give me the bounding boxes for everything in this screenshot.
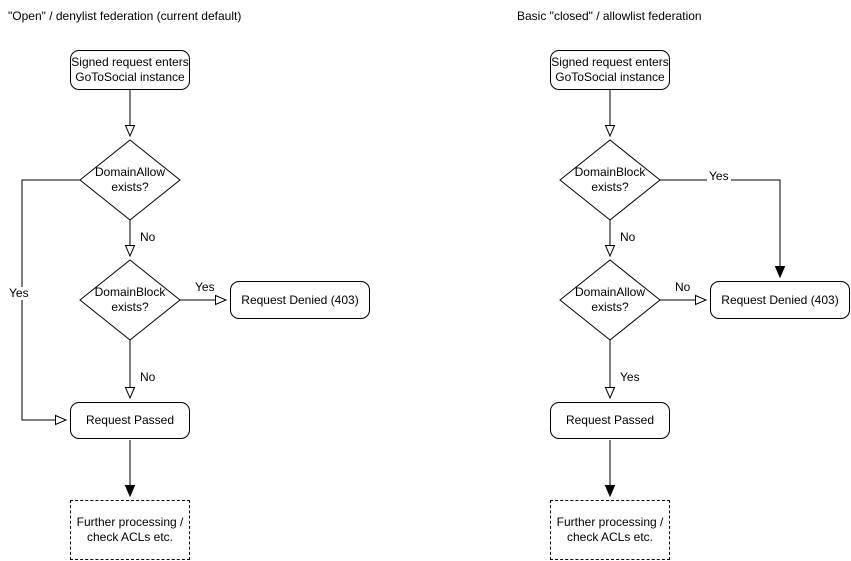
edge-label-no: No (138, 230, 158, 244)
node-request-denied-left: Request Denied (403) (230, 281, 370, 319)
edge-label-yes: Yes (193, 280, 217, 294)
node-denied-label: Request Denied (403) (241, 292, 359, 307)
node-further-processing-right: Further processing / check ACLs etc. (550, 500, 670, 560)
edge-label-no: No (673, 280, 693, 294)
decision-domainblock-shape-left (79, 259, 181, 341)
node-start-left: Signed request enters GoToSocial instanc… (70, 50, 190, 90)
edge-label-yes: Yes (7, 286, 31, 300)
edge-label-yes: Yes (618, 370, 642, 384)
node-start-line2: GoToSocial instance (75, 70, 185, 84)
node-start-line2: GoToSocial instance (555, 70, 665, 84)
node-request-passed-left: Request Passed (70, 402, 190, 439)
diagram-title-closed-federation: Basic "closed" / allowlist federation (517, 9, 702, 23)
node-further-line1: Further processing / (76, 515, 184, 529)
node-passed-label: Request Passed (85, 413, 175, 427)
edge-label-yes: Yes (707, 169, 731, 183)
decision-domainallow-shape-right (559, 259, 661, 341)
edge-label-no: No (618, 230, 638, 244)
node-further-line1: Further processing / (556, 515, 664, 529)
node-start-right: Signed request enters GoToSocial instanc… (550, 50, 670, 90)
edge-domainallow-yes-left (21, 179, 80, 426)
diagram-title-open-federation: "Open" / denylist federation (current de… (8, 9, 242, 23)
edge-domainblock-yes-right (660, 179, 786, 279)
node-further-processing-left: Further processing / check ACLs etc. (70, 500, 190, 560)
node-further-line2: check ACLs etc. (86, 530, 174, 544)
edge-label-no: No (138, 370, 158, 384)
node-denied-label: Request Denied (403) (721, 292, 839, 307)
decision-domainallow-shape-left (79, 139, 181, 221)
node-passed-label: Request Passed (565, 413, 655, 427)
node-request-denied-right: Request Denied (403) (710, 281, 850, 319)
decision-domainblock-shape-right (559, 139, 661, 221)
node-request-passed-right: Request Passed (550, 402, 670, 439)
node-start-line1: Signed request enters (71, 55, 189, 69)
node-start-line1: Signed request enters (551, 55, 669, 69)
node-further-line2: check ACLs etc. (566, 530, 654, 544)
